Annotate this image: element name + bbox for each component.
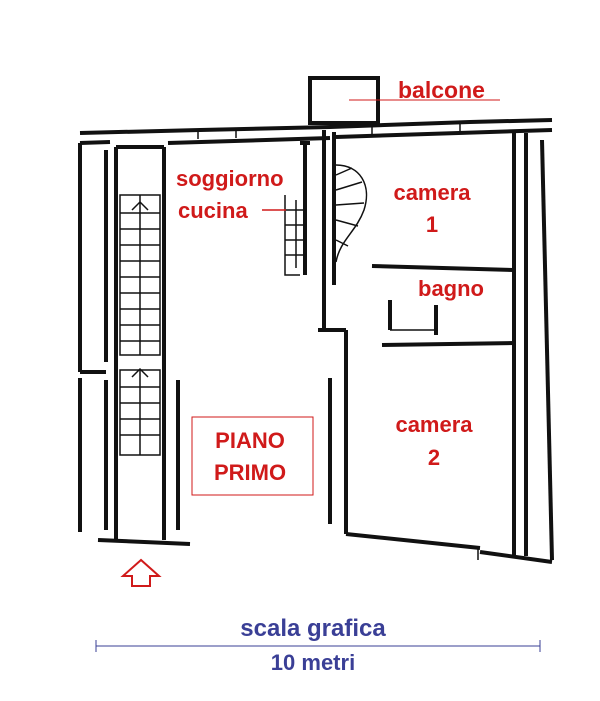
room-label-cucina: cucina: [178, 198, 248, 223]
walls: [78, 118, 554, 564]
camera-stair: [335, 164, 368, 263]
room-label-camera-2-number: 2: [428, 445, 440, 470]
corridor-stairs: [119, 194, 161, 456]
scale-bar: [95, 640, 541, 652]
spiral-stair: [284, 195, 305, 276]
floor-label: PIANO PRIMO: [191, 416, 314, 496]
room-label-soggiorno: soggiorno: [176, 166, 284, 191]
floor-label-line2: PRIMO: [214, 460, 286, 485]
room-label-balcone: balcone: [398, 77, 485, 103]
room-label-bagno: bagno: [418, 276, 484, 301]
scale-value: 10 metri: [271, 650, 355, 675]
up-arrow-icon: [120, 558, 162, 587]
floor-label-line1: PIANO: [215, 428, 285, 453]
room-label-camera-1-number: 1: [426, 212, 438, 237]
room-label-camera-2: camera: [395, 412, 473, 437]
room-label-camera-1: camera: [393, 180, 471, 205]
balcony: [308, 76, 500, 125]
scale-title: scala grafica: [240, 615, 386, 642]
